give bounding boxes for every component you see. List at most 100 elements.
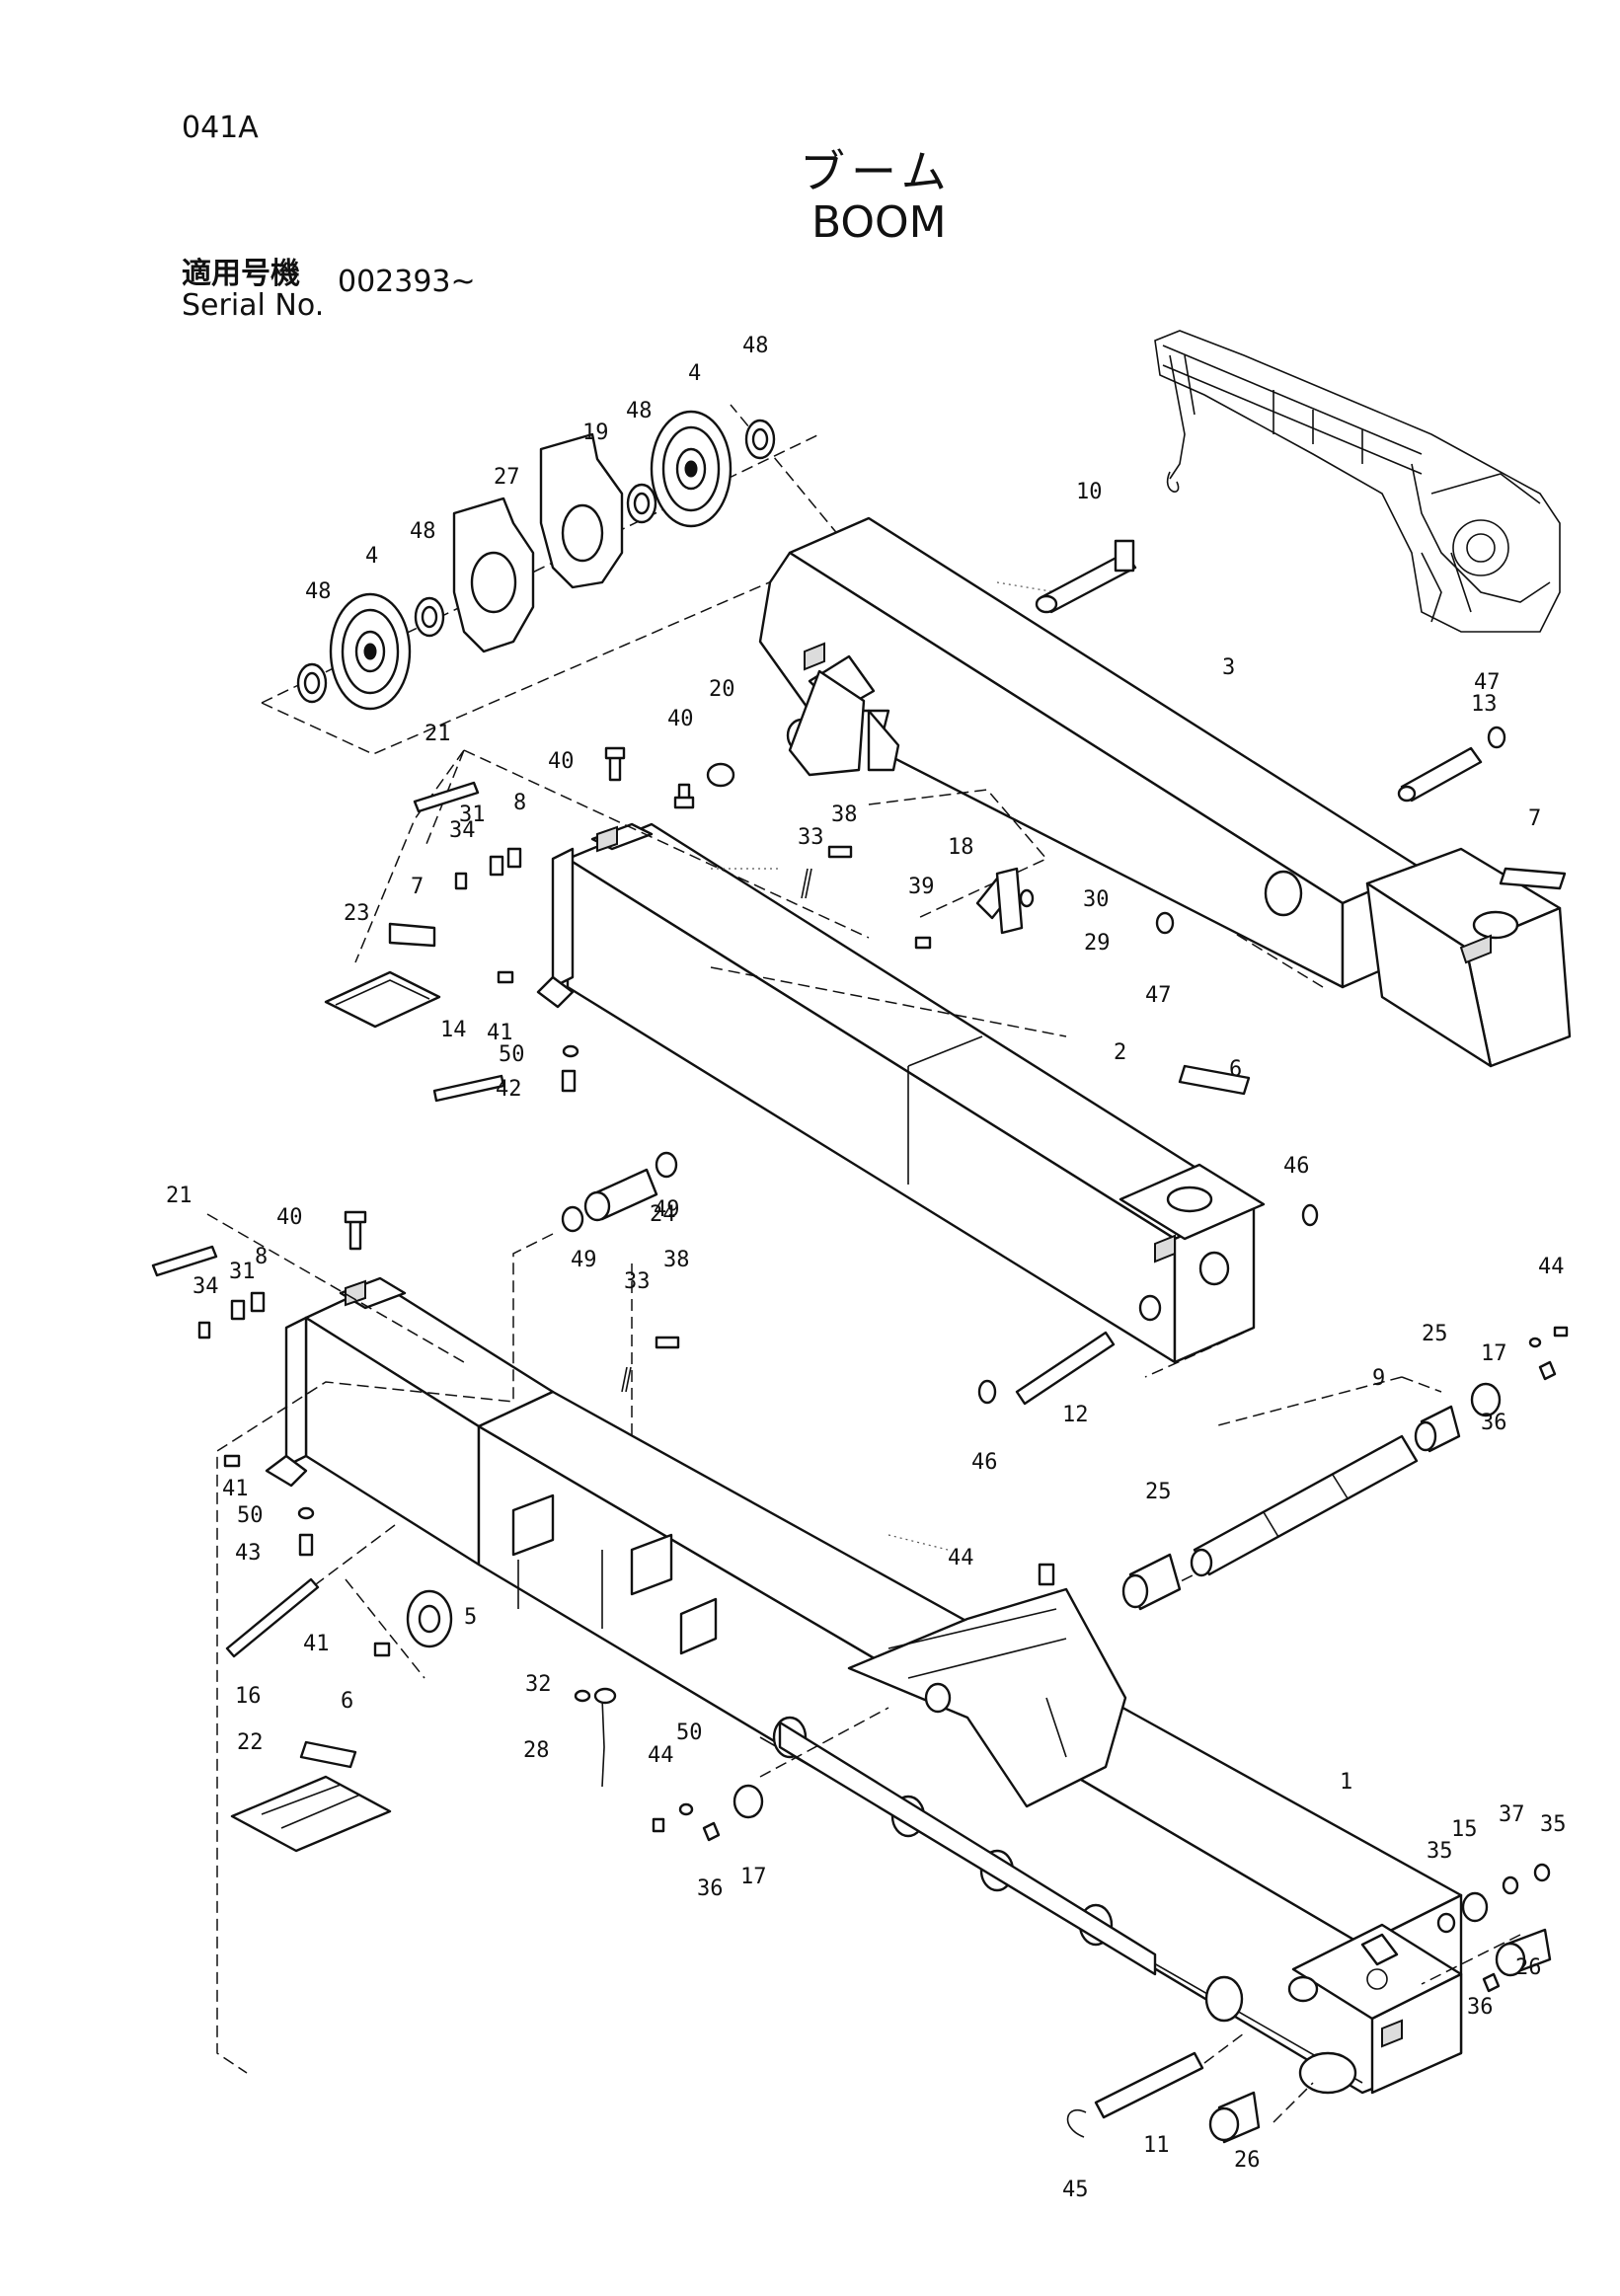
callout-46: 46: [971, 1450, 998, 1475]
title-english: BOOM: [811, 197, 947, 248]
callout-13: 13: [1471, 692, 1498, 717]
callout-10: 10: [1076, 480, 1103, 504]
callout-29: 29: [1084, 931, 1111, 956]
part-48-bearing-d: [744, 419, 776, 460]
part-4-sheave-a: [329, 592, 412, 711]
sheave-assembly: [261, 404, 851, 755]
callout-35: 35: [1540, 1812, 1567, 1837]
callout-26: 26: [1234, 2148, 1261, 2173]
callout-41: 41: [303, 1632, 330, 1656]
serial-label-japanese: 適用号機: [182, 257, 300, 291]
callout-36: 36: [1481, 1411, 1507, 1435]
part-4-sheave-b: [650, 410, 733, 528]
callout-25: 25: [1145, 1480, 1172, 1504]
callout-48: 48: [305, 579, 332, 604]
callout-7: 7: [1528, 806, 1541, 831]
callout-11: 11: [1143, 2133, 1170, 2158]
callout-39: 39: [908, 875, 935, 899]
callout-30: 30: [1083, 887, 1110, 912]
part-2-middle-boom-section: [536, 822, 1266, 1364]
callout-45: 45: [1062, 2178, 1089, 2202]
part-27-plate: [452, 497, 535, 653]
callout-31: 31: [459, 803, 486, 827]
callout-32: 32: [525, 1672, 552, 1697]
callout-21: 21: [424, 722, 451, 746]
callout-50: 50: [499, 1042, 525, 1067]
callout-49: 49: [654, 1197, 680, 1222]
callout-8: 8: [255, 1245, 268, 1269]
callout-7: 7: [411, 875, 424, 899]
callout-3: 3: [1222, 655, 1235, 680]
callout-43: 43: [235, 1541, 262, 1566]
callout-4: 4: [365, 544, 378, 569]
callout-19: 19: [582, 421, 609, 445]
callout-31: 31: [229, 1260, 256, 1284]
callout-14: 14: [440, 1018, 467, 1042]
callout-36: 36: [1467, 1995, 1494, 2020]
part-3-top-boom-section: [758, 516, 1572, 1068]
callout-49: 49: [571, 1248, 597, 1272]
callout-27: 27: [494, 465, 520, 490]
callout-1: 1: [1340, 1770, 1352, 1795]
assembly-guide-lines: [206, 581, 1521, 2123]
callout-12: 12: [1062, 1403, 1089, 1427]
callout-44: 44: [1538, 1255, 1565, 1279]
part-1-base-boom-section: [265, 1276, 1463, 2095]
callout-40: 40: [667, 707, 694, 731]
callout-38: 38: [831, 803, 858, 827]
callout-5: 5: [464, 1605, 477, 1630]
callout-35: 35: [1427, 1839, 1453, 1864]
callout-37: 37: [1499, 1802, 1525, 1827]
part-19-plate: [539, 432, 624, 589]
callout-34: 34: [193, 1274, 219, 1299]
callout-50: 50: [237, 1503, 264, 1528]
part-48-bearing-c: [626, 483, 657, 524]
callout-26: 26: [1515, 1955, 1542, 1980]
callout-4: 4: [688, 361, 701, 386]
page-code: 041A: [182, 111, 259, 145]
callout-labels: 1234456677889101112131415161717181920212…: [166, 334, 1567, 2202]
callout-23: 23: [344, 901, 370, 926]
title-japanese: ブーム: [800, 145, 953, 198]
callout-28: 28: [523, 1738, 550, 1763]
callout-18: 18: [948, 835, 974, 860]
callout-48: 48: [410, 519, 436, 544]
callout-2: 2: [1114, 1040, 1126, 1065]
part-48-bearing-b: [414, 596, 445, 638]
callout-33: 33: [798, 825, 824, 850]
callout-9: 9: [1372, 1366, 1385, 1391]
serial-label-english: Serial No.: [182, 288, 325, 323]
callout-50: 50: [676, 1721, 703, 1745]
callout-48: 48: [742, 334, 769, 358]
callout-20: 20: [709, 677, 735, 702]
callout-21: 21: [166, 1184, 193, 1208]
callout-40: 40: [276, 1205, 303, 1230]
callout-44: 44: [948, 1546, 974, 1570]
callout-40: 40: [548, 749, 575, 774]
callout-47: 47: [1474, 670, 1501, 695]
callout-46: 46: [1283, 1154, 1310, 1179]
callout-25: 25: [1422, 1322, 1448, 1346]
callout-6: 6: [341, 1689, 353, 1714]
callout-36: 36: [697, 1876, 724, 1901]
callout-6: 6: [1229, 1057, 1242, 1082]
loose-parts: [151, 539, 1569, 2144]
callout-44: 44: [648, 1743, 674, 1768]
callout-48: 48: [626, 399, 653, 423]
callout-41: 41: [487, 1021, 513, 1045]
callout-15: 15: [1451, 1817, 1478, 1842]
callout-33: 33: [624, 1269, 651, 1294]
callout-22: 22: [237, 1730, 264, 1755]
serial-number-value: 002393~: [338, 265, 476, 299]
part-48-bearing-a: [296, 662, 328, 704]
callout-41: 41: [222, 1477, 249, 1501]
callout-47: 47: [1145, 983, 1172, 1008]
callout-34: 34: [449, 818, 476, 843]
callout-24: 24: [650, 1202, 676, 1227]
callout-38: 38: [663, 1248, 690, 1272]
callout-42: 42: [496, 1077, 522, 1102]
callout-17: 17: [740, 1865, 767, 1889]
callout-16: 16: [235, 1684, 262, 1709]
crane-overview-thumbnail: [1154, 330, 1561, 633]
